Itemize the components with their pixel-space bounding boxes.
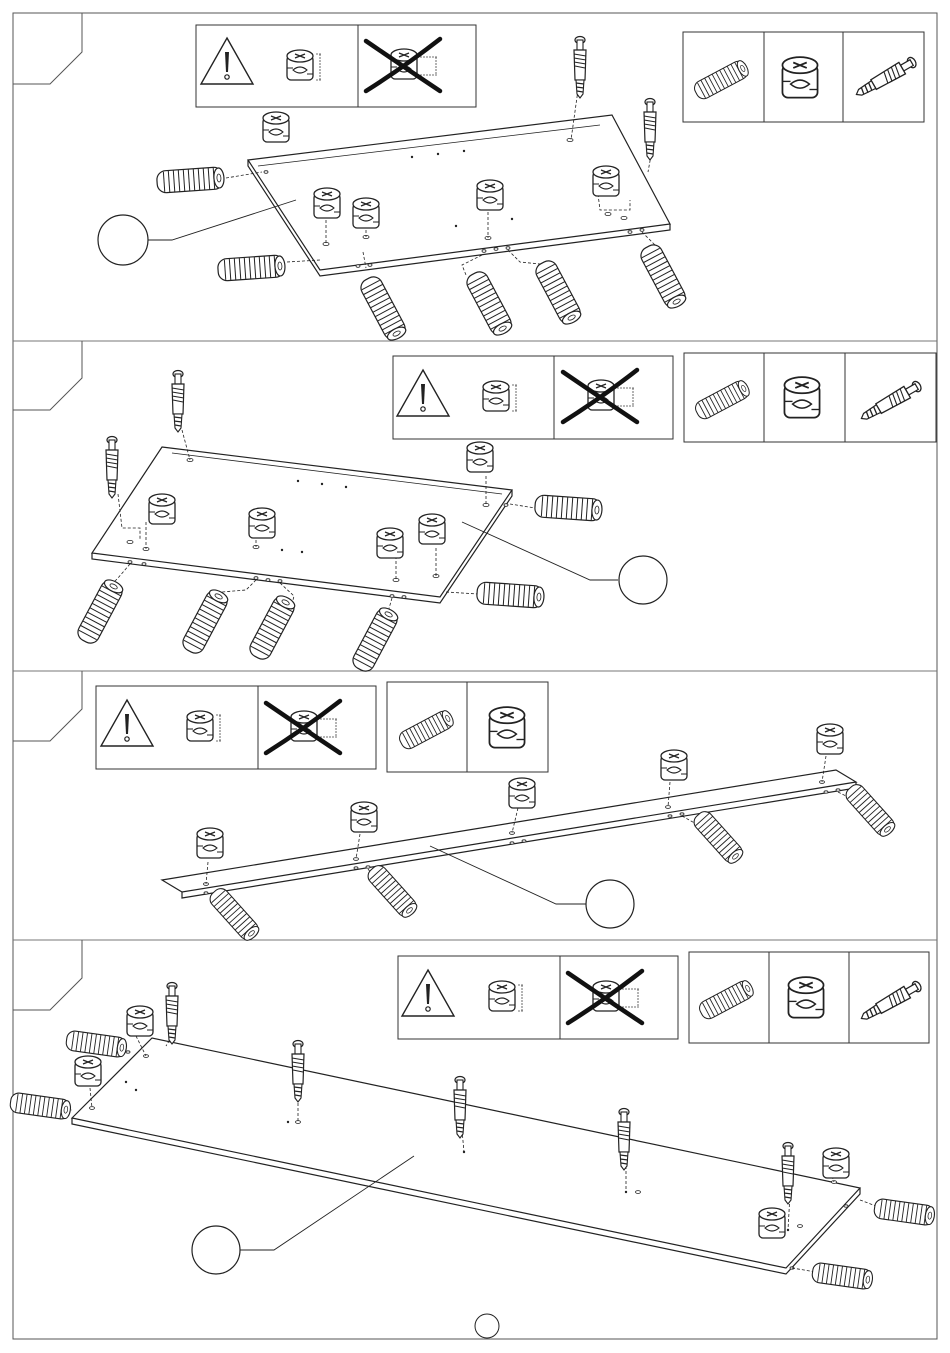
warning-legend: [196, 25, 476, 107]
warning-legend: [398, 956, 678, 1039]
step-1: [13, 13, 924, 343]
cam-lock-icon: [788, 977, 823, 1018]
panel-4: [52, 1036, 876, 1274]
step-3: [13, 671, 898, 943]
step-number-tab: [13, 13, 82, 84]
parts-legend: [684, 353, 936, 442]
warning-legend: [393, 356, 673, 439]
part-callout: [192, 1226, 240, 1274]
step-number-tab: [13, 940, 82, 1010]
step-2: [13, 341, 936, 674]
step-4: [9, 940, 935, 1290]
callout-line: [462, 522, 618, 580]
step-number-tab: [13, 671, 82, 741]
cam-lock-icon: [784, 377, 819, 418]
cam-lock-icon: [489, 707, 524, 748]
step-number-tab: [13, 341, 82, 410]
parts-legend: [387, 682, 548, 772]
part-callout: [98, 215, 148, 265]
parts-legend: [689, 952, 929, 1043]
panel-3: [162, 756, 856, 906]
warning-legend: [96, 686, 376, 769]
page-number-circle: [475, 1314, 499, 1338]
parts-legend: [683, 32, 924, 122]
cam-lock-icon: [782, 57, 817, 98]
part-callout: [586, 880, 634, 928]
part-callout: [619, 556, 667, 604]
callout-line: [430, 846, 586, 904]
